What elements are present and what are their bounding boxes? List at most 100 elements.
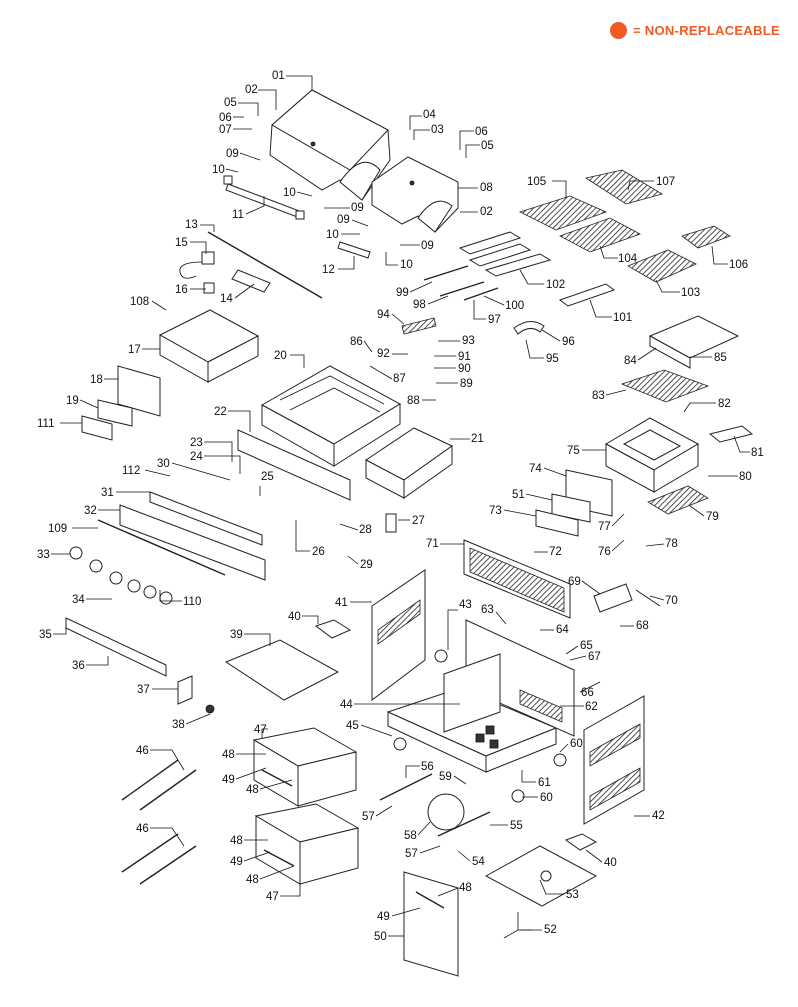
callout-81: 81 <box>751 447 764 459</box>
leader-line-49 <box>235 767 267 780</box>
callout-05: 05 <box>224 97 237 109</box>
callout-101: 101 <box>613 312 632 324</box>
callout-29: 29 <box>360 559 373 571</box>
leader-line-97 <box>473 300 486 320</box>
callout-10-2: 10 <box>283 187 296 199</box>
callout-16: 16 <box>175 284 188 296</box>
callout-57: 57 <box>362 811 375 823</box>
callout-97: 97 <box>488 314 501 326</box>
callout-69: 69 <box>568 576 581 588</box>
callout-02-2: 02 <box>480 206 493 218</box>
callout-48-3: 48 <box>230 835 243 847</box>
callout-51: 51 <box>512 489 525 501</box>
callout-98: 98 <box>413 299 426 311</box>
panel-part-73 <box>535 509 579 537</box>
leader-line-26 <box>295 520 310 552</box>
callout-09-3: 09 <box>337 214 350 226</box>
callout-11: 11 <box>232 209 244 221</box>
leader-line-77 <box>611 513 625 527</box>
callout-68: 68 <box>636 620 649 632</box>
callout-39: 39 <box>230 629 243 641</box>
leader-line-09 <box>239 152 261 161</box>
burner-part-99 <box>423 265 469 281</box>
side-grate-part <box>708 425 754 443</box>
callout-47-2: 47 <box>266 891 279 903</box>
callout-53: 53 <box>566 889 579 901</box>
leader-line-106 <box>711 245 728 265</box>
leader-line-54 <box>457 850 471 862</box>
callout-44: 44 <box>340 699 353 711</box>
callout-43: 43 <box>459 599 472 611</box>
callout-23: 23 <box>190 437 203 449</box>
cabinet-door-part <box>403 871 459 977</box>
callout-71: 71 <box>426 538 439 550</box>
callout-85: 85 <box>714 352 727 364</box>
cooking-grate-part-104 <box>559 217 641 253</box>
leader-line-56 <box>405 765 420 778</box>
leader-line-28 <box>339 523 359 531</box>
callout-03: 03 <box>431 124 444 136</box>
firebox-part <box>260 365 402 467</box>
leader-line-48-2 <box>259 779 293 790</box>
control-knobs-part <box>69 546 173 605</box>
leader-line-45 <box>360 724 393 737</box>
leader-line-20 <box>290 354 305 368</box>
leader-line-12 <box>338 256 355 270</box>
callout-40: 40 <box>288 611 301 623</box>
manifold-part <box>97 519 226 576</box>
leader-line-29 <box>347 555 359 565</box>
callout-58: 58 <box>404 830 417 842</box>
callout-21: 21 <box>471 433 484 445</box>
leader-line-01 <box>286 75 313 90</box>
leader-line-39 <box>244 633 271 646</box>
callout-66: 66 <box>581 687 594 699</box>
panel-part-111 <box>81 415 113 441</box>
leader-line-58 <box>417 821 431 836</box>
leader-line-38 <box>185 713 211 725</box>
leader-line-96 <box>541 329 561 342</box>
callout-62: 62 <box>585 701 598 713</box>
side-panel-part-18 <box>117 365 161 417</box>
part-27 <box>385 513 397 533</box>
callout-10-3: 10 <box>326 229 339 241</box>
bracket-part-37 <box>177 675 193 705</box>
leader-line-63 <box>495 611 507 625</box>
callout-13: 13 <box>185 219 198 231</box>
callout-48-5: 48 <box>459 882 472 894</box>
callout-74: 74 <box>529 463 542 475</box>
callout-42: 42 <box>652 810 665 822</box>
leader-line-10 <box>225 168 239 173</box>
callout-49: 49 <box>222 774 235 786</box>
leader-line-98 <box>427 295 449 305</box>
side-burner-box-part <box>604 417 700 493</box>
callout-05-2: 05 <box>481 140 494 152</box>
callout-37: 37 <box>137 684 150 696</box>
leader-line-79 <box>689 505 705 517</box>
warming-rack-part-107 <box>584 169 664 205</box>
leader-line-36 <box>86 656 109 666</box>
callout-38: 38 <box>172 719 185 731</box>
callout-32: 32 <box>84 505 97 517</box>
callout-88: 88 <box>407 395 420 407</box>
callout-59: 59 <box>439 771 452 783</box>
ring-part-58 <box>427 793 465 831</box>
leader-line-05-2 <box>465 144 480 158</box>
panel-part-19 <box>97 399 133 427</box>
leader-line-105 <box>552 180 567 198</box>
leader-line-60 <box>559 743 569 753</box>
callout-105: 105 <box>527 176 546 188</box>
leader-line-49-2 <box>243 851 271 862</box>
leader-line-73 <box>503 509 537 517</box>
leader-line-02 <box>258 89 277 110</box>
right-side-panel-part <box>583 695 645 825</box>
drawer-slides-part <box>121 759 197 885</box>
callout-79: 79 <box>706 511 719 523</box>
part-94 <box>401 317 437 335</box>
motor-wire-part <box>179 261 203 279</box>
callout-106: 106 <box>729 259 748 271</box>
leader-line-108 <box>151 300 167 311</box>
floor-panel-hole <box>540 870 552 882</box>
warming-rack-part-106 <box>681 225 731 249</box>
callout-07: 07 <box>219 124 232 136</box>
bracket-part-14 <box>231 269 271 293</box>
